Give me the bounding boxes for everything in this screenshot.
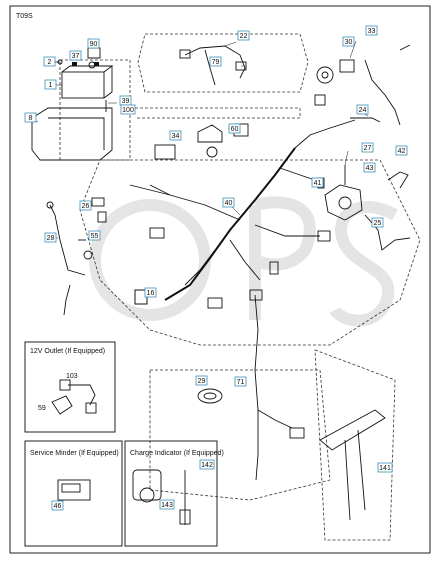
callout-label-37: 37 (72, 53, 80, 60)
callout-label-1: 1 (49, 82, 53, 89)
callout-label-2: 2 (48, 59, 52, 66)
callout-label-71: 71 (237, 379, 245, 386)
label-59: 59 (38, 405, 46, 412)
callout-label-33: 33 (368, 28, 376, 35)
callout-label-26: 26 (82, 203, 90, 210)
callout-label-34: 34 (172, 133, 180, 140)
inset-service-minder-title: Service Minder (If Equipped) (30, 450, 119, 457)
callout-46: 46 (51, 500, 64, 511)
callout-label-24: 24 (359, 107, 367, 114)
callout-79: 79 (209, 56, 222, 67)
callout-8: 8 (24, 112, 37, 123)
battery-tray (31, 107, 113, 161)
callout-142: 142 (199, 459, 215, 470)
callouts: 1281622242526272829303334373940414243465… (24, 25, 408, 511)
callout-141: 141 (377, 462, 393, 473)
callout-30: 30 (342, 36, 355, 47)
pto-harness (249, 289, 305, 481)
sheet-code: T09S (16, 13, 33, 20)
callout-60: 60 (228, 123, 241, 134)
callout-label-40: 40 (225, 200, 233, 207)
callout-39: 39 (119, 95, 132, 106)
battery (61, 62, 114, 99)
callout-label-142: 142 (201, 462, 213, 469)
callout-34: 34 (169, 130, 182, 141)
callout-label-42: 42 (398, 148, 406, 155)
callout-label-60: 60 (231, 126, 239, 133)
callout-42: 42 (395, 145, 408, 156)
callout-28: 28 (44, 232, 57, 243)
callout-26: 26 (79, 200, 92, 211)
callout-16: 16 (144, 287, 157, 298)
callout-label-27: 27 (364, 145, 372, 152)
inset-outlet-title: 12V Outlet (If Equipped) (30, 348, 105, 355)
mount-bracket (319, 409, 386, 521)
headlight-harness (179, 45, 247, 86)
grommet (197, 388, 223, 404)
callout-label-141: 141 (379, 465, 391, 472)
callout-40: 40 (222, 197, 235, 208)
main-wiring-harness (97, 119, 356, 309)
callout-label-55: 55 (91, 233, 99, 240)
callout-label-25: 25 (374, 220, 382, 227)
callout-25: 25 (371, 217, 384, 228)
inset-service-minder: Service Minder (If Equipped) (24, 440, 123, 547)
callout-label-79: 79 (212, 59, 220, 66)
upper-right-components (314, 44, 411, 126)
callout-label-43: 43 (366, 165, 374, 172)
callout-1: 1 (44, 79, 57, 90)
inset-charge-indicator-title: Charge Indicator (If Equipped) (130, 450, 224, 457)
callout-143: 143 (159, 499, 175, 510)
tractor-outline (59, 33, 421, 541)
callout-label-30: 30 (345, 39, 353, 46)
callout-label-29: 29 (198, 378, 206, 385)
callout-label-22: 22 (240, 33, 248, 40)
callout-label-143: 143 (161, 502, 173, 509)
callout-label-90: 90 (90, 41, 98, 48)
callout-55: 55 (88, 230, 101, 241)
callout-label-8: 8 (29, 115, 33, 122)
ground-cable (46, 201, 93, 316)
label-103: 103 (66, 373, 78, 380)
callout-24: 24 (356, 104, 369, 115)
callout-label-100: 100 (122, 107, 134, 114)
callout-41: 41 (311, 177, 324, 188)
callout-label-46: 46 (54, 503, 62, 510)
callout-100: 100 (120, 104, 136, 115)
callout-37: 37 (69, 50, 82, 61)
callout-label-16: 16 (147, 290, 155, 297)
outer-frame (9, 5, 431, 554)
inset-12v-outlet: 12V Outlet (If Equipped) (24, 341, 116, 433)
callout-90: 90 (87, 38, 100, 49)
callout-label-41: 41 (314, 180, 322, 187)
callout-label-28: 28 (47, 235, 55, 242)
callout-43: 43 (363, 162, 376, 173)
callout-22: 22 (237, 30, 250, 41)
callout-33: 33 (365, 25, 378, 36)
callout-71: 71 (234, 376, 247, 387)
callout-29: 29 (195, 375, 208, 386)
inset-charge-indicator: Charge Indicator (If Equipped) (124, 440, 224, 547)
callout-label-39: 39 (122, 98, 130, 105)
callout-27: 27 (361, 142, 374, 153)
callout-2: 2 (43, 56, 56, 67)
